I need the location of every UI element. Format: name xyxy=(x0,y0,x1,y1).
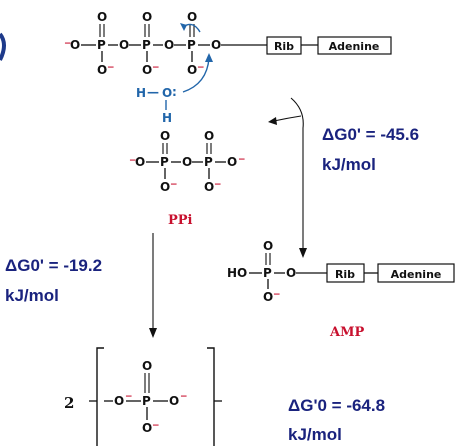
ppi-oxygen-charge: − xyxy=(214,180,222,190)
ppi-oxygen-top: O xyxy=(160,129,170,143)
water-lone-pair: : xyxy=(172,85,177,99)
inorganic-phosphate-group: 2 O − P O O − O − xyxy=(64,347,222,446)
pyrophosphate-molecule: − O P O O − O P O O − O − xyxy=(129,129,246,194)
ppi-oxygen-charge: − xyxy=(129,156,137,166)
amp-phosphorus: P xyxy=(263,266,272,280)
arrowhead xyxy=(299,248,307,258)
ppi-oxygen-bottom: O xyxy=(160,180,170,194)
amp-oxygen-top: O xyxy=(263,239,273,253)
atp-phosphorus-alpha: P xyxy=(187,38,196,52)
atp-oxygen-top: O xyxy=(97,10,107,24)
atp-bridge-oxygen: O xyxy=(164,38,174,52)
atp-oxygen-charge: − xyxy=(197,63,205,73)
delta-g-overall-unit: kJ/mol xyxy=(288,425,342,444)
amp-ribose-oxygen: O xyxy=(286,266,296,280)
water-molecule: H — O : H xyxy=(136,23,213,125)
arrowhead xyxy=(205,53,213,62)
delta-g-overall: ΔG'0 = -64.8 xyxy=(288,396,385,415)
right-bracket xyxy=(207,347,215,446)
main-reaction-line xyxy=(290,97,304,250)
adenine-label: Adenine xyxy=(329,40,380,53)
atp-phosphorus-gamma: P xyxy=(97,38,106,52)
ppi-phosphorus: P xyxy=(204,155,213,169)
phosphate-oxygen-charge: − xyxy=(152,421,160,431)
ppi-oxygen-bottom: O xyxy=(204,180,214,194)
amp-oxygen-bottom: O xyxy=(263,290,273,304)
delta-g-atp-to-amp: ΔG0' = -45.6 xyxy=(322,125,419,144)
reaction-arrow-atp-to-amp xyxy=(268,97,307,258)
atp-oxygen-charge: − xyxy=(64,39,72,49)
atp-phosphorus-beta: P xyxy=(142,38,151,52)
arrowhead xyxy=(180,23,187,31)
atp-oxygen-charge: − xyxy=(152,63,160,73)
amp-molecule: HO P O O − O Rib Adenine xyxy=(227,239,455,304)
phosphate-oxygen-charge: − xyxy=(125,392,133,402)
amp-adenine-label: Adenine xyxy=(391,268,442,281)
phosphate-oxygen-bottom: O xyxy=(142,421,152,435)
edge-accent-arc xyxy=(0,32,6,61)
arrowhead xyxy=(268,117,277,125)
water-oxygen: O xyxy=(162,86,172,100)
phosphate-oxygen-left: O xyxy=(114,394,124,408)
left-bracket xyxy=(96,347,104,446)
atp-oxygen-bottom: O xyxy=(187,63,197,77)
ppi-label: PPi xyxy=(168,213,193,228)
phosphate-coefficient: 2 xyxy=(64,394,74,412)
phosphate-oxygen-right: O xyxy=(169,394,179,408)
ppi-terminal-oxygen: O xyxy=(227,155,237,169)
delta-g-atp-to-amp-unit: kJ/mol xyxy=(322,155,376,174)
atp-oxygen-bottom: O xyxy=(97,63,107,77)
ppi-oxygen-charge: − xyxy=(170,180,178,190)
adenine-box xyxy=(317,36,392,55)
amp-adenine-box xyxy=(377,263,455,283)
branch-to-ppi xyxy=(273,115,302,122)
water-hydrogen-bottom: H xyxy=(162,111,172,125)
amp-hydroxyl: HO xyxy=(227,266,247,280)
atp-molecule: − O P O O − O P O O − O P O O − O Rib xyxy=(64,10,392,77)
atp-bridge-oxygen: O xyxy=(119,38,129,52)
phosphate-phosphorus: P xyxy=(142,394,151,408)
ppi-terminal-oxygen: O xyxy=(135,155,145,169)
reaction-arrow-ppi-hydrolysis xyxy=(149,233,157,338)
atp-oxygen-charge: − xyxy=(107,63,115,73)
delta-g-ppi-hydrolysis: ΔG0' = -19.2 xyxy=(5,256,102,275)
atp-oxygen-bottom: O xyxy=(142,63,152,77)
ppi-oxygen-charge: − xyxy=(238,155,246,165)
arrowhead xyxy=(149,328,157,338)
amp-oxygen-charge: − xyxy=(273,290,281,300)
ppi-phosphorus: P xyxy=(160,155,169,169)
amp-label: AMP xyxy=(329,325,364,340)
ppi-bridge-oxygen: O xyxy=(182,155,192,169)
amp-ribose-label: Rib xyxy=(335,268,355,281)
water-bond-dash: — xyxy=(147,85,159,99)
delta-g-ppi-hydrolysis-unit: kJ/mol xyxy=(5,286,59,305)
nucleophilic-attack-arrow xyxy=(182,57,210,93)
ppi-oxygen-top: O xyxy=(204,129,214,143)
ribose-label: Rib xyxy=(274,40,294,53)
phosphate-oxygen-top: O xyxy=(142,359,152,373)
phosphate-oxygen-charge: − xyxy=(180,392,188,402)
water-hydrogen-left: H xyxy=(136,86,146,100)
atp-oxygen-top: O xyxy=(142,10,152,24)
atp-ribose-oxygen: O xyxy=(211,38,221,52)
atp-terminal-oxygen: O xyxy=(70,38,80,52)
atp-oxygen-top: O xyxy=(187,10,197,24)
